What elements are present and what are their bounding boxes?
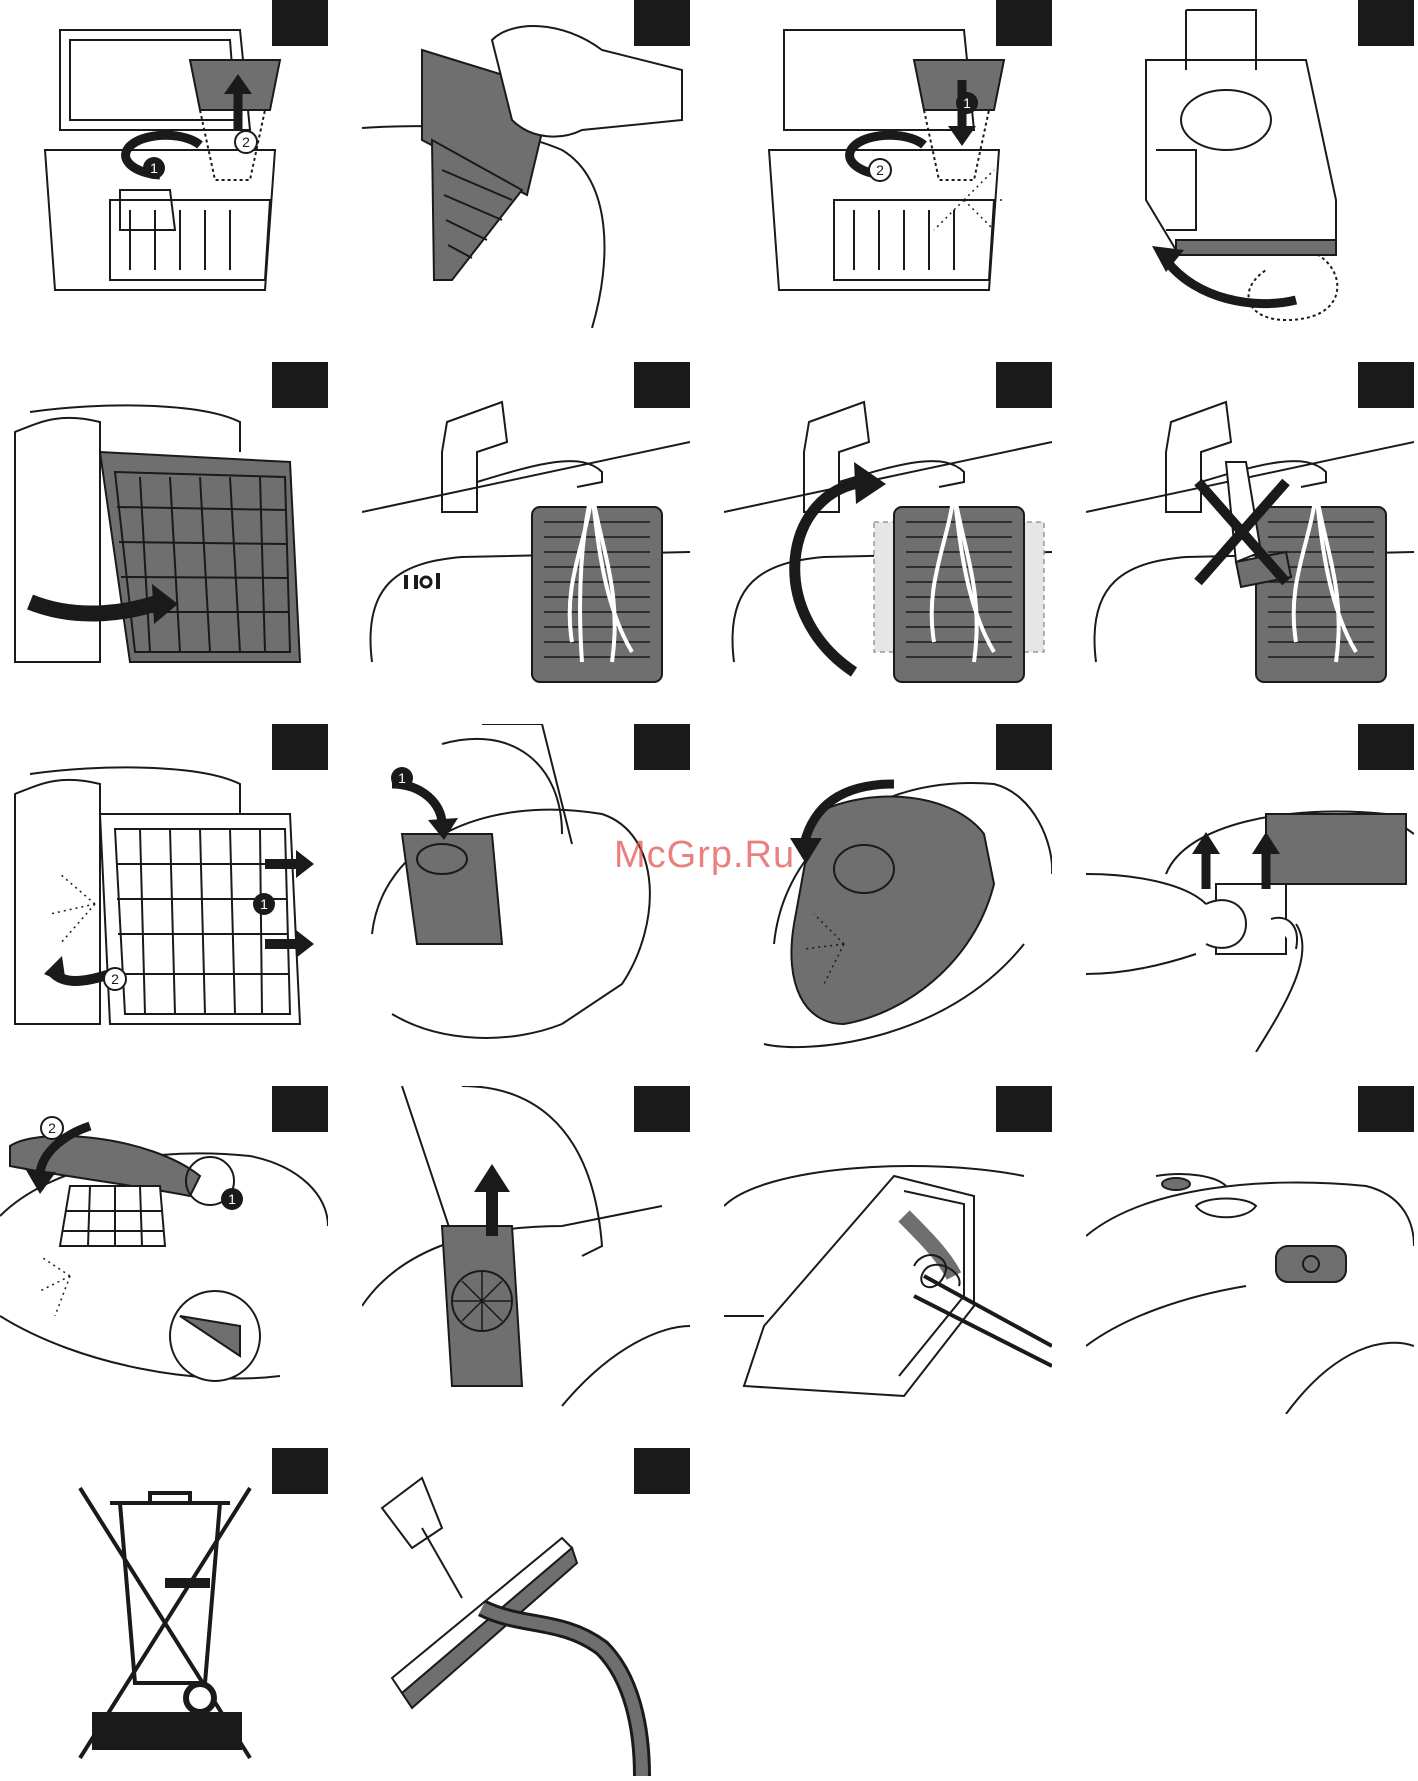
step-label-box [634, 362, 690, 408]
panel-8-no-brush [1086, 362, 1414, 690]
step-label-box [1358, 362, 1414, 408]
panel-9-reinsert-hepa-filter: 1 2 [0, 724, 328, 1052]
rotate-filter-rinse-illustration [724, 362, 1052, 690]
panel-2-cone-filter-in-hand [362, 0, 690, 328]
callout-p1-2: 2 [242, 134, 250, 150]
step-label-box [1358, 0, 1414, 46]
remove-motor-filter-illustration [1086, 724, 1414, 1052]
callouts-p9: 1 2 [0, 724, 328, 1052]
callouts-p1: 1 2 [0, 0, 328, 328]
callout-p3-1: 1 [963, 95, 971, 111]
step-label-box [634, 724, 690, 770]
clean-brush-hair-illustration [724, 1086, 1052, 1414]
callouts-p13: 1 2 [0, 1086, 328, 1414]
panel-18-floor-nozzle [362, 1448, 690, 1776]
floor-nozzle-illustration [362, 1448, 690, 1776]
remove-exhaust-filter-illustration [362, 1086, 690, 1414]
close-lid-illustration [724, 724, 1052, 1052]
panel-3-insert-cone-filter: 1 2 [724, 0, 1052, 328]
callouts-p3: 1 2 [724, 0, 1052, 328]
callout-p13-1: 1 [228, 1191, 236, 1207]
step-label-box [634, 1086, 690, 1132]
step-label-box [634, 1448, 690, 1494]
panel-6-rinse-filter [362, 362, 690, 690]
panel-1-remove-cone-filter: 1 2 [0, 0, 328, 328]
callout-p1-1: 1 [150, 160, 158, 176]
panel-13-insert-motor-filter: 1 2 [0, 1086, 328, 1414]
step-label-box [272, 0, 328, 46]
dust-container-emptying-illustration [1086, 0, 1414, 328]
step-label-box [1358, 1086, 1414, 1132]
hepa-filter-removal-illustration [0, 362, 328, 690]
step-label-box [1358, 724, 1414, 770]
step-label-box [272, 1448, 328, 1494]
step-label-box [272, 724, 328, 770]
weee-label-bar [92, 1712, 242, 1750]
panel-5-remove-hepa-filter [0, 362, 328, 690]
step-label-box [272, 362, 328, 408]
cone-filter-hand-illustration [362, 0, 690, 328]
callout-p10-1: 1 [398, 770, 406, 786]
step-label-box [634, 0, 690, 46]
callouts-p10: 1 [362, 724, 690, 1052]
watermark-text: McGrp.Ru [614, 834, 795, 877]
rinse-filter-tap-illustration [362, 362, 690, 690]
panel-11-close-lid [724, 724, 1052, 1052]
panel-14-remove-exhaust-filter [362, 1086, 690, 1414]
no-brush-illustration [1086, 362, 1414, 690]
step-label-box [996, 1086, 1052, 1132]
callout-p3-2: 2 [876, 162, 884, 178]
step-label-box [996, 0, 1052, 46]
panel-4-empty-dust-container [1086, 0, 1414, 328]
callout-p13-2: 2 [48, 1120, 56, 1136]
step-label-box [996, 362, 1052, 408]
panel-15-clean-brush-hair [724, 1086, 1052, 1414]
callout-p9-1: 1 [260, 896, 268, 912]
power-button-illustration [1086, 1086, 1414, 1414]
step-label-box [996, 724, 1052, 770]
panel-10-insert-container: 1 [362, 724, 690, 1052]
panel-16-power-button [1086, 1086, 1414, 1414]
panel-7-turn-filter-while-rinsing [724, 362, 1052, 690]
step-label-box [272, 1086, 328, 1132]
callout-p9-2: 2 [111, 971, 119, 987]
panel-12-remove-motor-filter [1086, 724, 1414, 1052]
